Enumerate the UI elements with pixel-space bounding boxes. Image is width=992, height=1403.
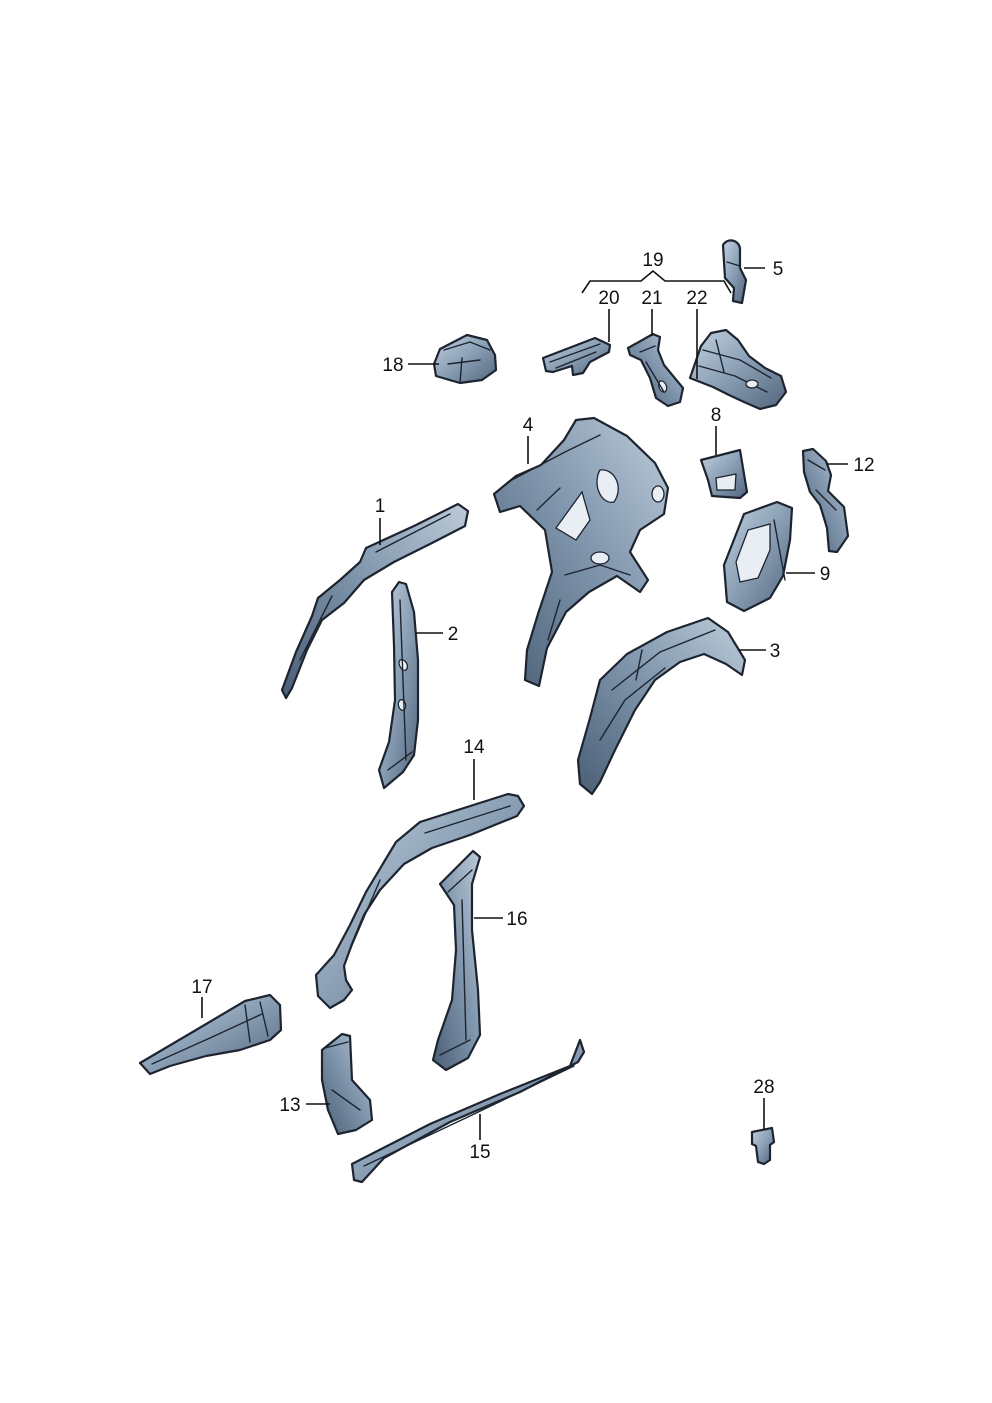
callout-13: 13 [279, 1095, 300, 1116]
part-12[interactable] [801, 447, 850, 554]
part-18[interactable] [408, 333, 498, 385]
part-3[interactable] [576, 616, 766, 796]
callout-5: 5 [773, 259, 784, 280]
part-17[interactable] [138, 993, 283, 1076]
callout-15: 15 [469, 1142, 490, 1163]
callout-9: 9 [820, 564, 831, 585]
callout-20: 20 [598, 288, 619, 309]
callout-4: 4 [523, 415, 534, 436]
callout-8: 8 [711, 405, 722, 426]
group-bracket-19 [581, 269, 732, 294]
callout-28: 28 [753, 1077, 774, 1098]
part-5[interactable] [721, 239, 765, 305]
callout-1: 1 [375, 496, 386, 517]
part-16[interactable] [431, 849, 503, 1072]
callout-22: 22 [686, 288, 707, 309]
part-22[interactable] [688, 309, 788, 411]
callout-2: 2 [448, 624, 459, 645]
part-8[interactable] [699, 426, 749, 500]
callout-3: 3 [770, 641, 781, 662]
part-14[interactable] [314, 759, 526, 1010]
part-21[interactable] [626, 309, 685, 408]
callout-19: 19 [642, 250, 663, 271]
callout-14: 14 [463, 737, 485, 758]
part-15[interactable] [350, 1038, 586, 1184]
part-2[interactable] [377, 580, 443, 790]
part-9[interactable] [722, 500, 815, 613]
part-1[interactable] [280, 502, 470, 700]
callout-12: 12 [853, 455, 874, 476]
part-20[interactable] [541, 309, 612, 377]
callout-17: 17 [191, 977, 212, 998]
callout-21: 21 [641, 288, 662, 309]
callout-16: 16 [506, 909, 527, 930]
part-4[interactable] [492, 416, 670, 688]
part-13[interactable] [306, 1032, 374, 1136]
part-28[interactable] [750, 1098, 776, 1166]
callout-18: 18 [382, 355, 403, 376]
